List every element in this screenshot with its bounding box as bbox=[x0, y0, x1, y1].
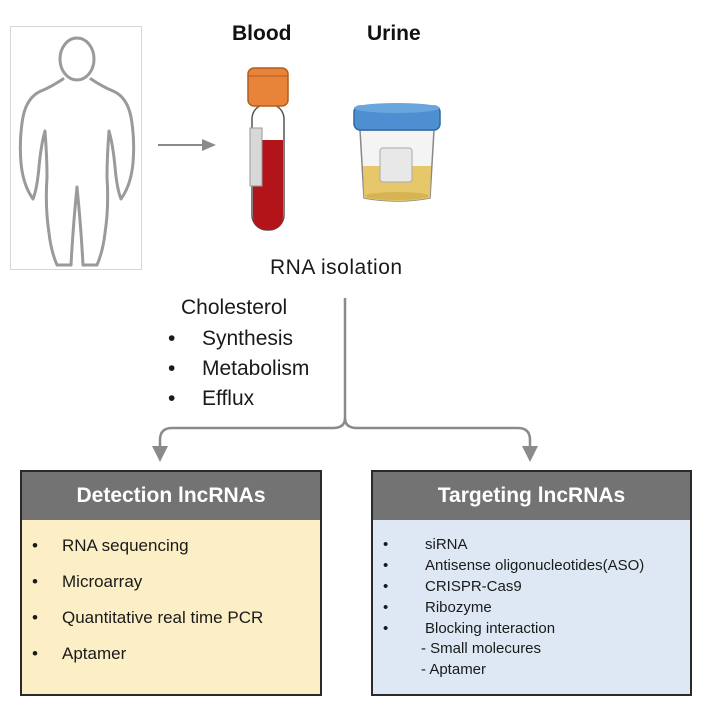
blood-label: Blood bbox=[232, 22, 292, 45]
list-item: •Aptamer bbox=[32, 644, 127, 663]
urine-cup-icon bbox=[353, 103, 441, 202]
list-item: •RNA sequencing bbox=[32, 536, 189, 555]
targeting-panel-title: Targeting lncRNAs bbox=[373, 472, 690, 520]
targeting-list: •siRNA •Antisense oligonucleotides(ASO) … bbox=[383, 534, 644, 639]
cholesterol-list: •Synthesis •Metabolism •Efflux bbox=[168, 324, 309, 414]
list-item: •Metabolism bbox=[168, 357, 310, 380]
list-item: •Efflux bbox=[168, 387, 255, 410]
list-item: •CRISPR-Cas9 bbox=[383, 578, 522, 595]
targeting-panel: Targeting lncRNAs •siRNA •Antisense olig… bbox=[371, 470, 692, 696]
urine-label: Urine bbox=[367, 22, 421, 45]
list-item: •Synthesis bbox=[168, 327, 294, 350]
cholesterol-title: Cholesterol bbox=[181, 296, 288, 319]
detection-panel: Detection lncRNAs •RNA sequencing •Micro… bbox=[20, 470, 322, 696]
branch-connector bbox=[152, 298, 538, 462]
detection-list: •RNA sequencing •Microarray •Quantitativ… bbox=[32, 534, 263, 678]
list-item: •Microarray bbox=[32, 572, 143, 591]
detection-panel-title: Detection lncRNAs bbox=[22, 472, 320, 520]
blood-tube-icon bbox=[247, 67, 289, 231]
list-item: •Blocking interaction bbox=[383, 620, 556, 637]
sub-list-item: - Small molecures bbox=[421, 640, 542, 657]
list-item: •Antisense oligonucleotides(ASO) bbox=[383, 557, 645, 574]
list-item: •Quantitative real time PCR bbox=[32, 608, 264, 627]
arrow-down-icon bbox=[152, 446, 168, 462]
arrow-down-icon bbox=[522, 446, 538, 462]
arrow-right-icon bbox=[158, 139, 216, 151]
person-image-frame bbox=[10, 26, 142, 270]
rna-isolation-label: RNA isolation bbox=[270, 256, 403, 279]
sub-list-item: - Aptamer bbox=[421, 661, 487, 678]
list-item: •siRNA bbox=[383, 536, 468, 553]
obese-person-icon bbox=[18, 36, 136, 267]
list-item: •Ribozyme bbox=[383, 599, 492, 616]
